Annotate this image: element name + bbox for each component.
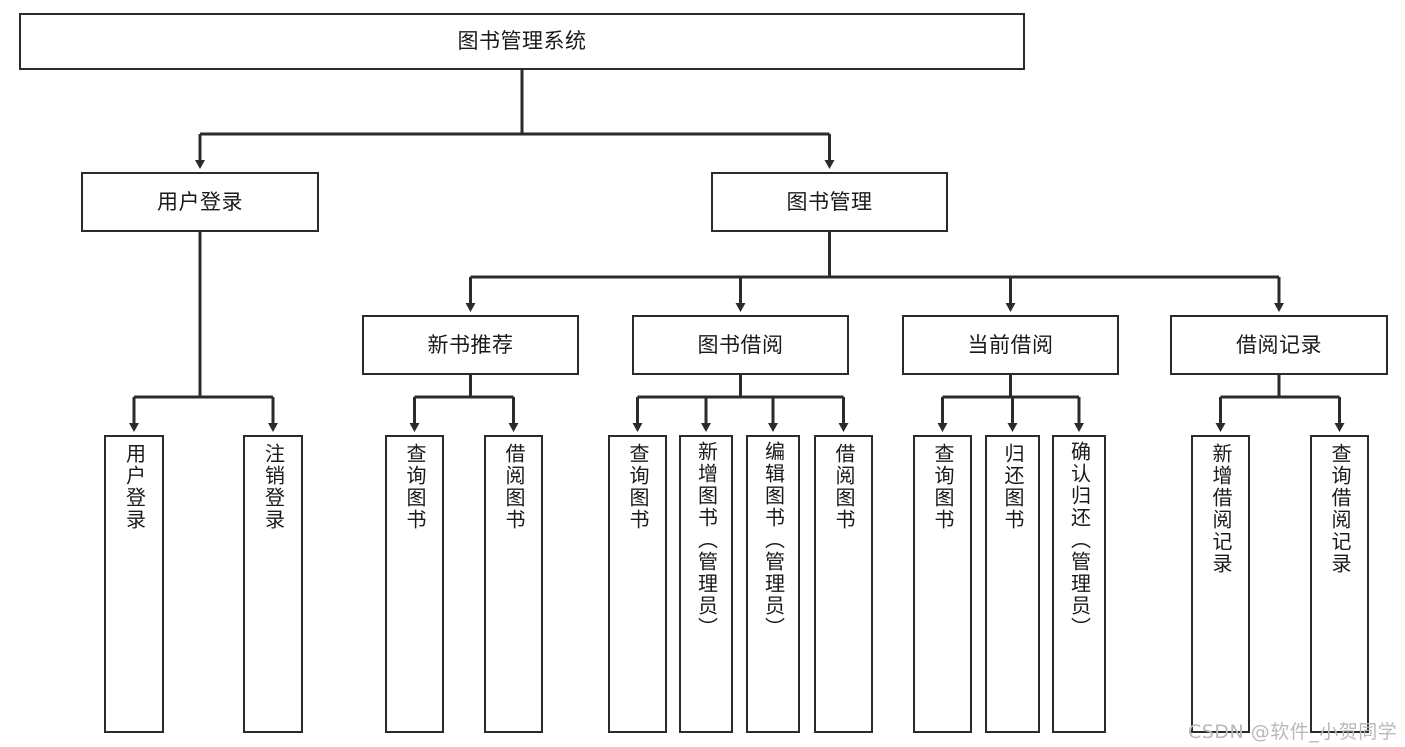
node-leaf-user-logout-label: 注销登录: [261, 443, 286, 531]
node-leaf-edit-book-label: 编辑图书（管理员）: [761, 441, 786, 639]
node-borrow-record-label: 借阅记录: [1236, 332, 1322, 357]
node-current-borrow-label: 当前借阅: [967, 332, 1054, 357]
node-book-manage-label: 图书管理: [786, 189, 873, 214]
node-book-borrow[interactable]: 图书借阅: [632, 315, 849, 375]
node-leaf-query-book-bor[interactable]: 查询图书: [608, 435, 667, 733]
node-root-label: 图书管理系统: [457, 29, 587, 54]
node-leaf-query-book-bor-label: 查询图书: [626, 443, 650, 531]
node-leaf-borrow-book-rec-label: 借阅图书: [502, 443, 526, 531]
node-user-login-label: 用户登录: [157, 189, 243, 214]
node-leaf-add-book-label: 新增图书（管理员）: [694, 441, 719, 639]
node-leaf-user-logout[interactable]: 注销登录: [243, 435, 303, 733]
node-borrow-record[interactable]: 借阅记录: [1170, 315, 1388, 375]
node-user-login[interactable]: 用户登录: [81, 172, 319, 232]
node-leaf-add-record[interactable]: 新增借阅记录: [1191, 435, 1250, 733]
node-leaf-add-book[interactable]: 新增图书（管理员）: [679, 435, 733, 733]
node-leaf-user-login[interactable]: 用户登录: [104, 435, 164, 733]
node-current-borrow[interactable]: 当前借阅: [902, 315, 1119, 375]
node-leaf-borrow-book-rec[interactable]: 借阅图书: [484, 435, 543, 733]
node-leaf-confirm-return[interactable]: 确认归还（管理员）: [1052, 435, 1106, 733]
node-book-borrow-label: 图书借阅: [697, 332, 784, 357]
node-root[interactable]: 图书管理系统: [19, 13, 1025, 70]
node-leaf-query-record-label: 查询借阅记录: [1328, 443, 1352, 575]
node-leaf-add-record-label: 新增借阅记录: [1209, 443, 1233, 575]
node-leaf-query-book-cur[interactable]: 查询图书: [913, 435, 972, 733]
node-leaf-return-book[interactable]: 归还图书: [985, 435, 1040, 733]
node-leaf-query-record[interactable]: 查询借阅记录: [1310, 435, 1369, 733]
node-new-book-rec[interactable]: 新书推荐: [362, 315, 579, 375]
node-leaf-query-book-cur-label: 查询图书: [931, 443, 955, 531]
node-leaf-borrow-book-bor[interactable]: 借阅图书: [814, 435, 873, 733]
node-leaf-return-book-label: 归还图书: [1001, 443, 1025, 531]
node-leaf-query-book-rec-label: 查询图书: [403, 443, 427, 531]
node-new-book-rec-label: 新书推荐: [427, 332, 514, 357]
node-leaf-borrow-book-bor-label: 借阅图书: [832, 443, 856, 531]
node-leaf-user-login-label: 用户登录: [122, 443, 147, 531]
node-leaf-confirm-return-label: 确认归还（管理员）: [1067, 441, 1092, 639]
node-book-manage[interactable]: 图书管理: [711, 172, 948, 232]
node-leaf-edit-book[interactable]: 编辑图书（管理员）: [746, 435, 800, 733]
csdn-watermark: CSDN @软件_小贺同学: [1188, 721, 1398, 743]
node-leaf-query-book-rec[interactable]: 查询图书: [385, 435, 444, 733]
